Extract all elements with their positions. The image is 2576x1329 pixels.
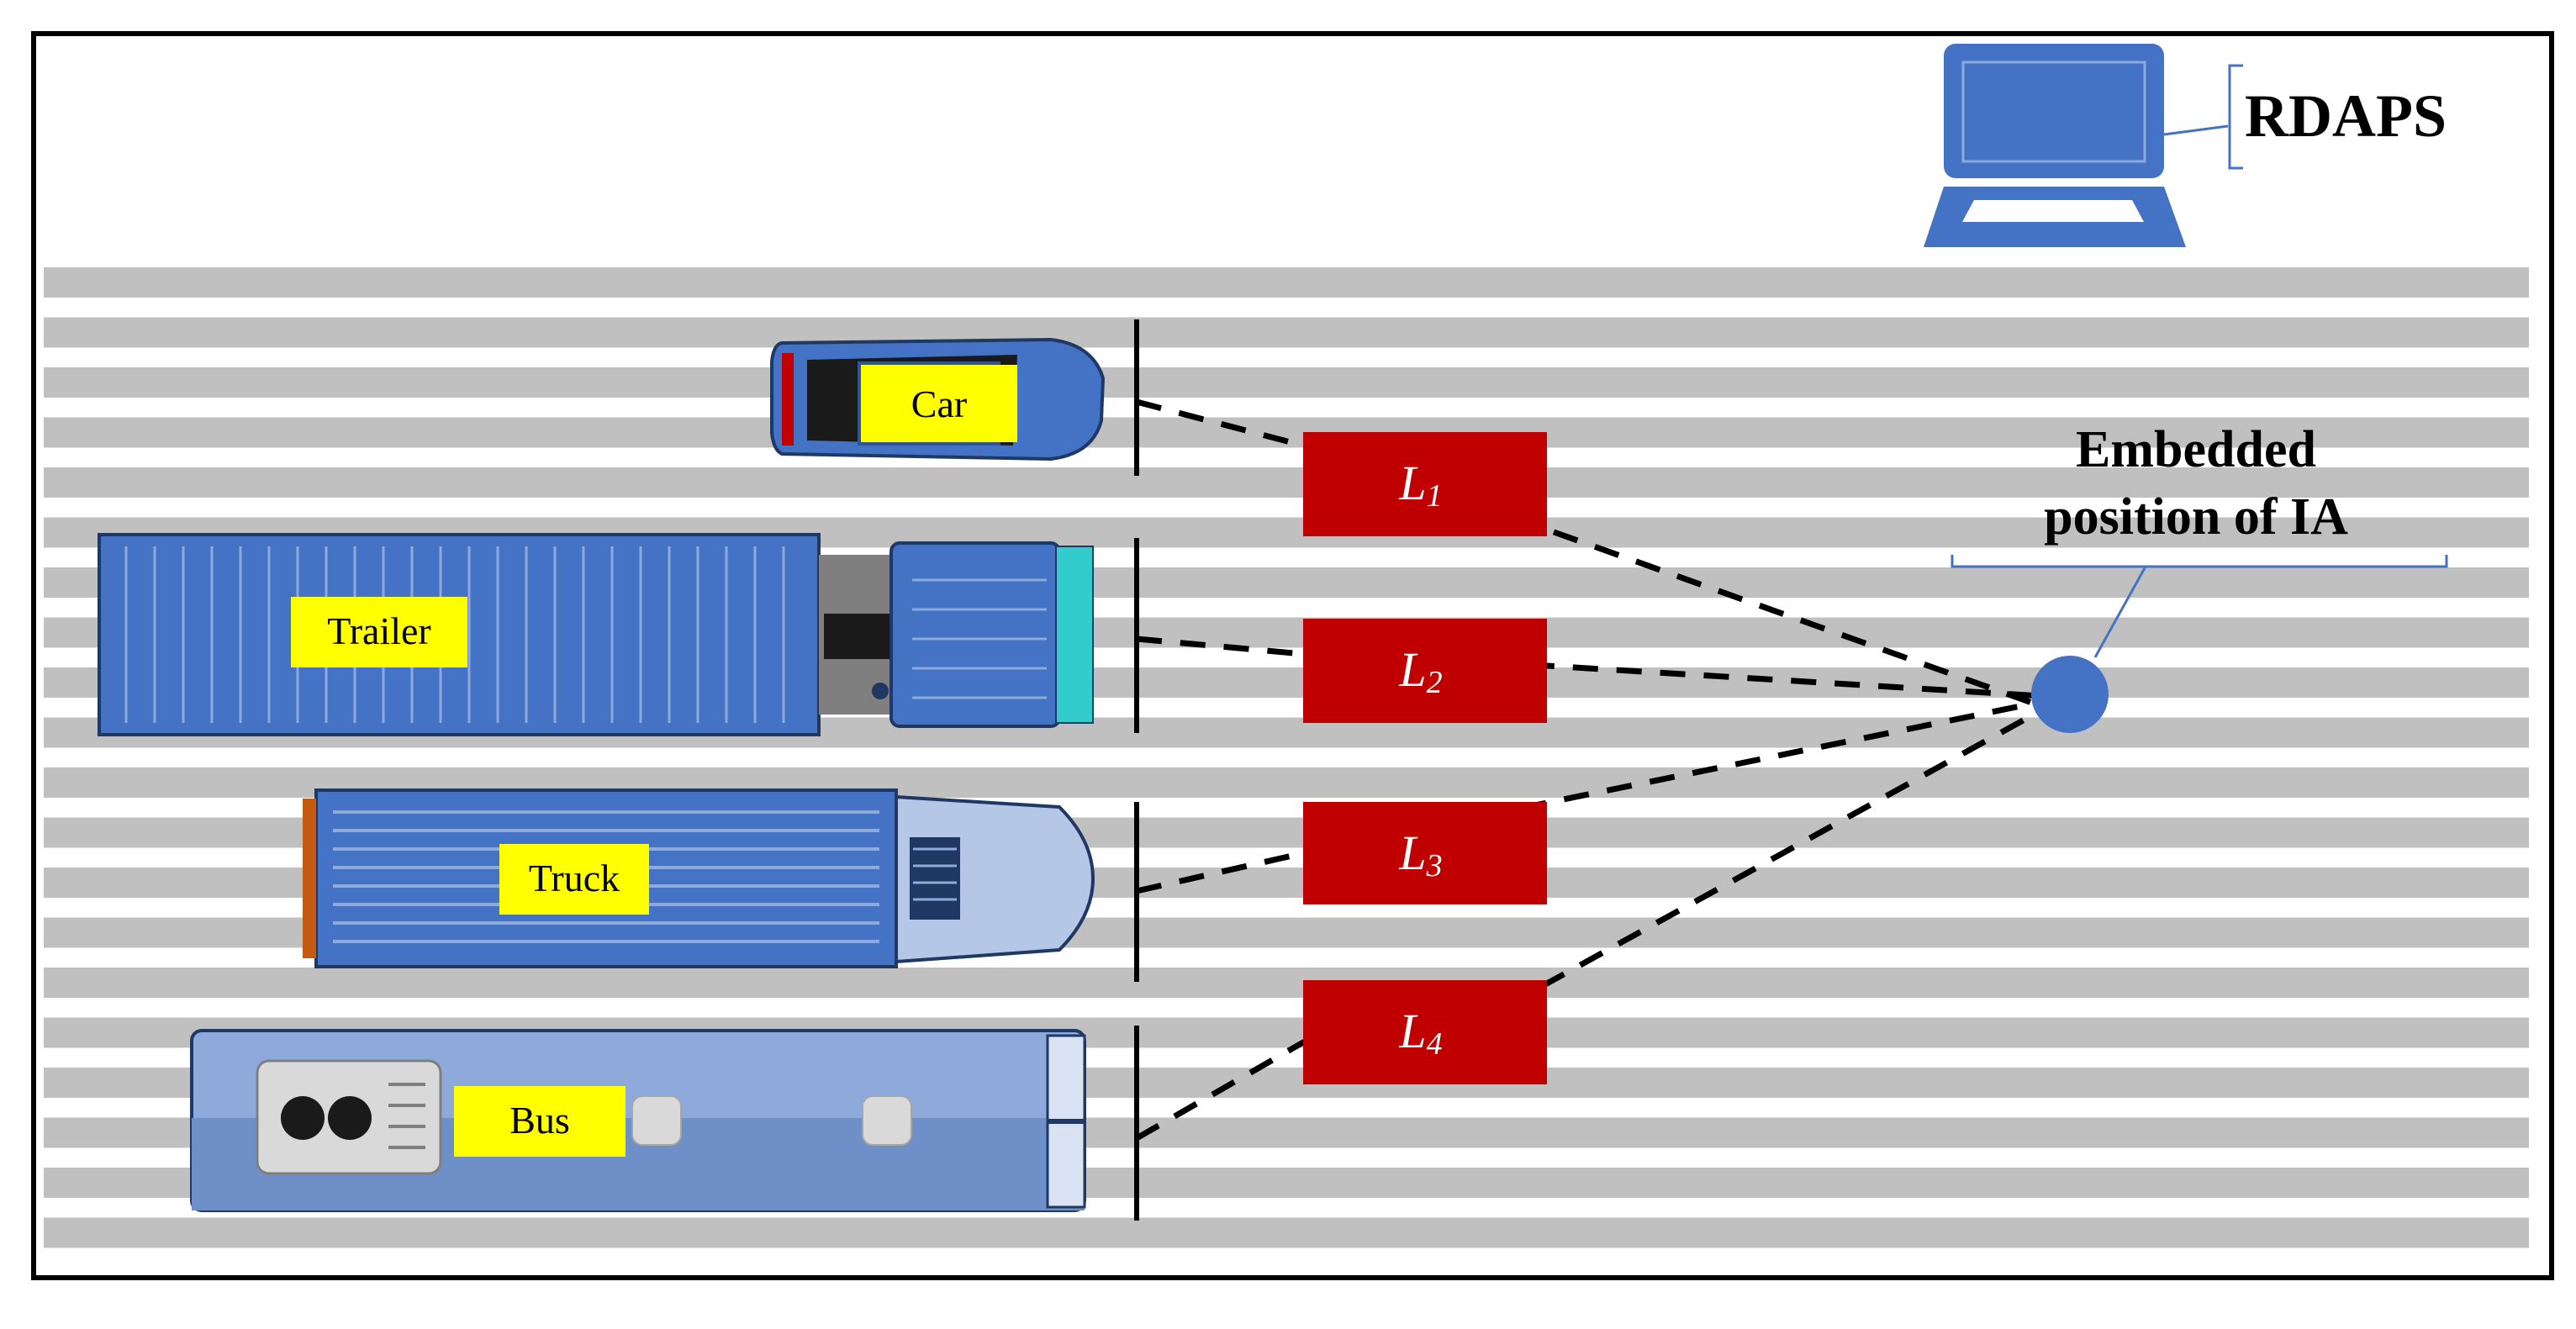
ia-connector (2093, 566, 2147, 658)
rdaps-label: RDAPS (2245, 82, 2447, 150)
road-stripe (44, 367, 2529, 398)
distance-letter-2: L (1398, 642, 1426, 697)
bus-vehicle (190, 1029, 1086, 1212)
rdaps-connector (2163, 124, 2229, 136)
road-stripe (44, 1217, 2529, 1248)
svg-text:L2: L2 (1398, 642, 1442, 700)
ia-bracket (1950, 555, 2448, 568)
distance-letter-3: L (1398, 825, 1426, 880)
distance-letter-1: L (1398, 456, 1426, 510)
ia-position-dot (2031, 656, 2109, 733)
svg-text:L1: L1 (1398, 456, 1442, 514)
laptop-icon (1924, 44, 2186, 247)
road-stripe (44, 467, 2529, 498)
distance-letter-4: L (1398, 1004, 1426, 1058)
truck-label-box (499, 844, 649, 915)
distance-sub-1: 1 (1427, 478, 1443, 514)
distance-box-3: L3 (1303, 802, 1547, 904)
distance-line-3 (1136, 699, 2042, 894)
bus-label: Bus (509, 1099, 570, 1142)
road-stripe (44, 317, 2529, 348)
trailer-vehicle (98, 533, 1094, 736)
bus-label-box (454, 1086, 626, 1157)
road-stripe (44, 267, 2529, 298)
truck-label: Truck (529, 857, 620, 899)
rdaps-bracket (2228, 64, 2243, 170)
car-label-box (861, 365, 1017, 442)
svg-text:L4: L4 (1398, 1004, 1442, 1062)
distance-box-4: L4 (1303, 980, 1547, 1084)
distance-box-2: L2 (1303, 619, 1547, 723)
road-stripe (44, 968, 2529, 998)
car-label: Car (911, 382, 967, 425)
trailer-label: Trailer (327, 609, 431, 652)
truck-vehicle (303, 788, 1095, 968)
svg-text:L3: L3 (1398, 825, 1442, 883)
ia-label-line1: Embedded (2076, 421, 2316, 478)
distance-sub-2: 2 (1427, 665, 1443, 700)
ia-label-line2: position of IA (2044, 488, 2348, 546)
distance-sub-3: 3 (1426, 848, 1443, 883)
distance-line-2 (1136, 635, 2042, 699)
trailer-label-box (291, 597, 467, 667)
distance-box-1: L1 (1303, 432, 1547, 536)
distance-sub-4: 4 (1427, 1026, 1443, 1062)
